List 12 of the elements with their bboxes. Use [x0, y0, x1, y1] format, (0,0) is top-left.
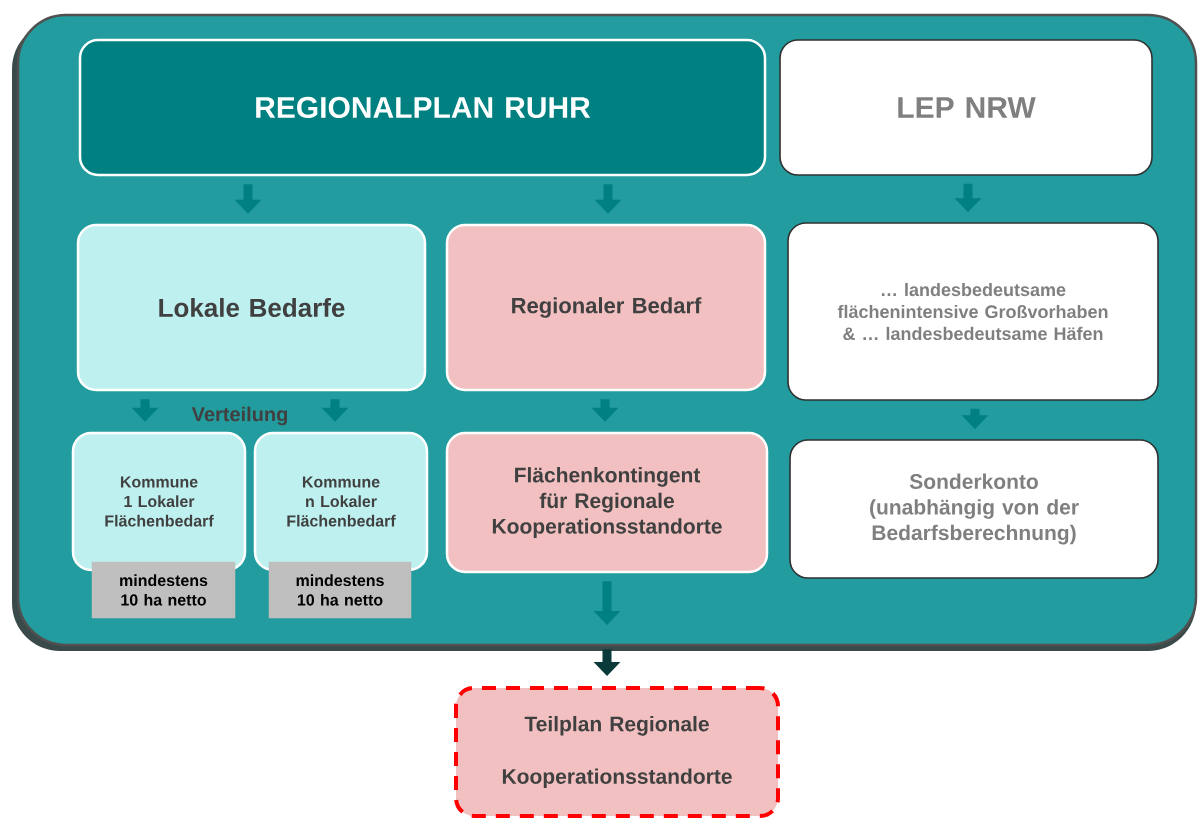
process-box: Lokale Bedarfe [76, 223, 427, 392]
process-box: Kommune n Lokaler Flächenbedarf [253, 431, 429, 572]
process-box: Flächenkontingent für Regionale Kooperationsstandorte [445, 431, 769, 574]
title-box: LEP NRW [779, 39, 1153, 176]
process-box: … landesbedeutsame flächenintensive Großvorhaben & … landesbedeutsame Häfen [787, 222, 1159, 401]
process-box: Sonderkonto (unabhängig von der Bedarfsberechnung) [789, 439, 1159, 579]
result-box: Teilplan Regionale Kooperationsstandorte [454, 686, 780, 818]
process-box: Regionaler Bedarf [445, 223, 767, 392]
tag-box: mindestens 10 ha netto [268, 561, 412, 619]
tag-box: mindestens 10 ha netto [91, 561, 236, 619]
process-box: Kommune 1 Lokaler Flächenbedarf [71, 431, 247, 572]
title-box: REGIONALPLAN RUHR [78, 38, 767, 177]
